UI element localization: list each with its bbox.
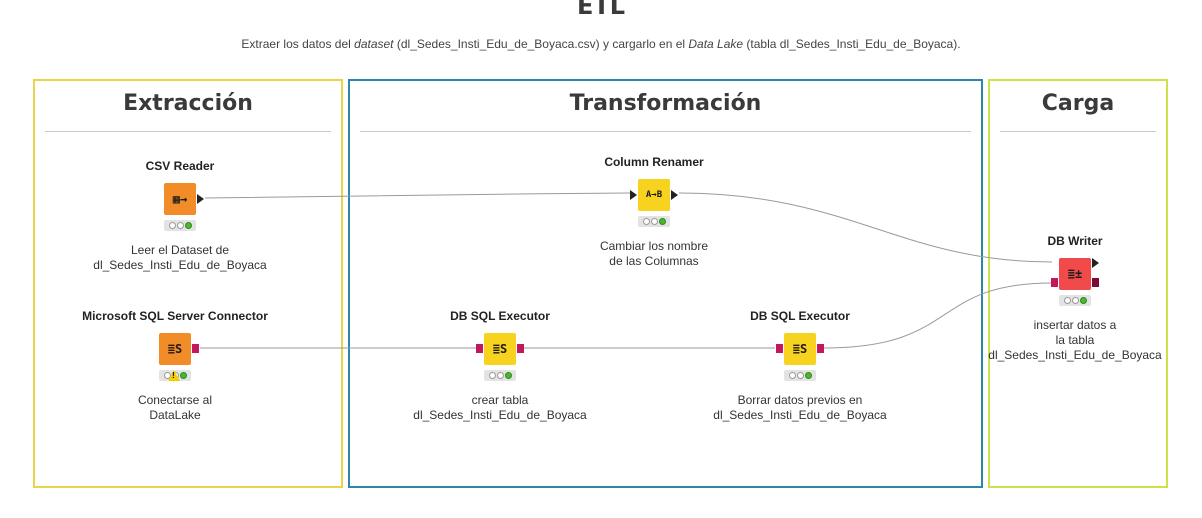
desc-line: crear tabla (471, 393, 529, 407)
node-csv-reader[interactable]: CSV Reader ▦→ Leer el Dataset de dl_Sede… (80, 158, 280, 273)
node-name: DB SQL Executor (750, 309, 850, 323)
node-glyph: ≣S (792, 342, 808, 356)
db-input-port[interactable] (476, 344, 483, 353)
node-name: DB Writer (1047, 234, 1103, 248)
node-name: Microsoft SQL Server Connector (82, 309, 268, 323)
subtitle-segment: dataset (354, 37, 394, 51)
status-dot-red (1063, 297, 1071, 304)
desc-line: la tabla (1055, 333, 1095, 347)
desc-line: Leer el Dataset de (130, 243, 230, 257)
node-name: DB SQL Executor (450, 309, 550, 323)
status-dot-green (504, 372, 512, 379)
status-dot-yellow (176, 222, 184, 229)
desc-line: DataLake (149, 408, 201, 422)
section-divider (360, 131, 971, 132)
node-name: Column Renamer (604, 155, 704, 169)
subtitle-segment: (dl_Sedes_Insti_Edu_de_Boyaca.csv) y car… (393, 37, 689, 51)
node-status (638, 216, 670, 227)
node-status (164, 220, 196, 231)
status-dot-yellow (796, 372, 804, 379)
desc-line: dl_Sedes_Insti_Edu_de_Boyaca (413, 408, 587, 422)
node-description: crear tabla dl_Sedes_Insti_Edu_de_Boyaca (400, 393, 600, 423)
subtitle-segment: Extraer los datos del (241, 37, 355, 51)
desc-line: insertar datos a (1033, 318, 1117, 332)
connection-csv-to-renamer[interactable] (204, 192, 631, 199)
node-name: CSV Reader (145, 159, 215, 173)
node-description: Borrar datos previos en dl_Sedes_Insti_E… (700, 393, 900, 423)
warning-icon (168, 370, 180, 381)
node-column-renamer[interactable]: Column Renamer A→B Cambiar los nombre de… (554, 154, 754, 269)
section-extraccion: Extracción (33, 79, 343, 488)
db-input-port[interactable] (776, 344, 783, 353)
status-dot-yellow (650, 218, 658, 225)
db-output-port[interactable] (517, 344, 524, 353)
output-port[interactable] (197, 194, 204, 204)
node-glyph: ≣S (167, 342, 183, 356)
status-dot-yellow (1071, 297, 1079, 304)
db-output-port[interactable] (817, 344, 824, 353)
db-input-port[interactable] (1051, 278, 1058, 287)
desc-line: dl_Sedes_Insti_Edu_de_Boyaca (93, 258, 267, 272)
status-dot-red (788, 372, 796, 379)
node-sql-server-connector[interactable]: Microsoft SQL Server Connector ≣S ! Cone… (75, 308, 275, 423)
desc-line: dl_Sedes_Insti_Edu_de_Boyaca (988, 348, 1162, 362)
node-description: Conectarse al DataLake (75, 393, 275, 423)
section-title: Carga (1041, 91, 1115, 116)
db-connector-icon[interactable]: ≣S (159, 333, 199, 365)
db-sql-icon[interactable]: ≣S (476, 333, 524, 365)
warning-mark: ! (172, 371, 175, 380)
node-glyph: ≣S (492, 342, 508, 356)
subtitle-segment: Data Lake (688, 37, 744, 51)
node-description: Leer el Dataset de dl_Sedes_Insti_Edu_de… (80, 243, 280, 273)
page-title: ETL (576, 0, 626, 20)
node-status (484, 370, 516, 381)
desc-line: Cambiar los nombre (599, 239, 709, 253)
db-output-port[interactable] (192, 344, 199, 353)
status-dot-green (804, 372, 812, 379)
db-write-icon[interactable]: ≣± (1051, 258, 1099, 290)
section-transformacion: Transformación (348, 79, 983, 488)
output-port[interactable] (1092, 258, 1099, 268)
node-description: Cambiar los nombre de las Columnas (554, 239, 754, 269)
status-dot-green (184, 222, 192, 229)
connection-renamer-to-writer[interactable] (678, 192, 1053, 263)
node-db-sql-executor-1[interactable]: DB SQL Executor ≣S crear tabla dl_Sedes_… (400, 308, 600, 423)
desc-line: de las Columnas (609, 254, 699, 268)
section-title: Extracción (123, 91, 253, 116)
node-db-sql-executor-2[interactable]: DB SQL Executor ≣S Borrar datos previos … (700, 308, 900, 423)
status-dot-green (658, 218, 666, 225)
status-dot-red (642, 218, 650, 225)
db-output-port[interactable] (1092, 278, 1099, 287)
desc-line: Borrar datos previos en (737, 393, 863, 407)
node-status (784, 370, 816, 381)
connection-exec2-to-writer[interactable] (823, 282, 1053, 349)
rename-icon[interactable]: A→B (630, 179, 678, 211)
section-divider (1000, 131, 1156, 132)
status-dot-red (488, 372, 496, 379)
node-glyph: ▦→ (172, 192, 188, 206)
input-port[interactable] (630, 190, 637, 200)
db-sql-icon[interactable]: ≣S (776, 333, 824, 365)
node-glyph: A→B (645, 190, 663, 200)
node-glyph: ≣± (1067, 267, 1083, 281)
status-dot-green (179, 372, 187, 379)
page-subtitle: Extraer los datos del dataset (dl_Sedes_… (0, 37, 1202, 51)
node-status (1059, 295, 1091, 306)
section-divider (45, 131, 331, 132)
table-read-icon[interactable]: ▦→ (164, 183, 204, 215)
status-dot-yellow (496, 372, 504, 379)
subtitle-segment: (tabla dl_Sedes_Insti_Edu_de_Boyaca). (743, 37, 961, 51)
status-dot-green (1079, 297, 1087, 304)
output-port[interactable] (671, 190, 678, 200)
node-db-writer[interactable]: DB Writer ≣± insertar datos a la tabla d… (975, 233, 1175, 363)
status-dot-red (168, 222, 176, 229)
desc-line: Conectarse al (137, 393, 213, 407)
section-carga: Carga (988, 79, 1168, 488)
node-status: ! (159, 370, 191, 381)
desc-line: dl_Sedes_Insti_Edu_de_Boyaca (713, 408, 887, 422)
node-description: insertar datos a la tabla dl_Sedes_Insti… (975, 318, 1175, 363)
section-title: Transformación (569, 91, 762, 116)
